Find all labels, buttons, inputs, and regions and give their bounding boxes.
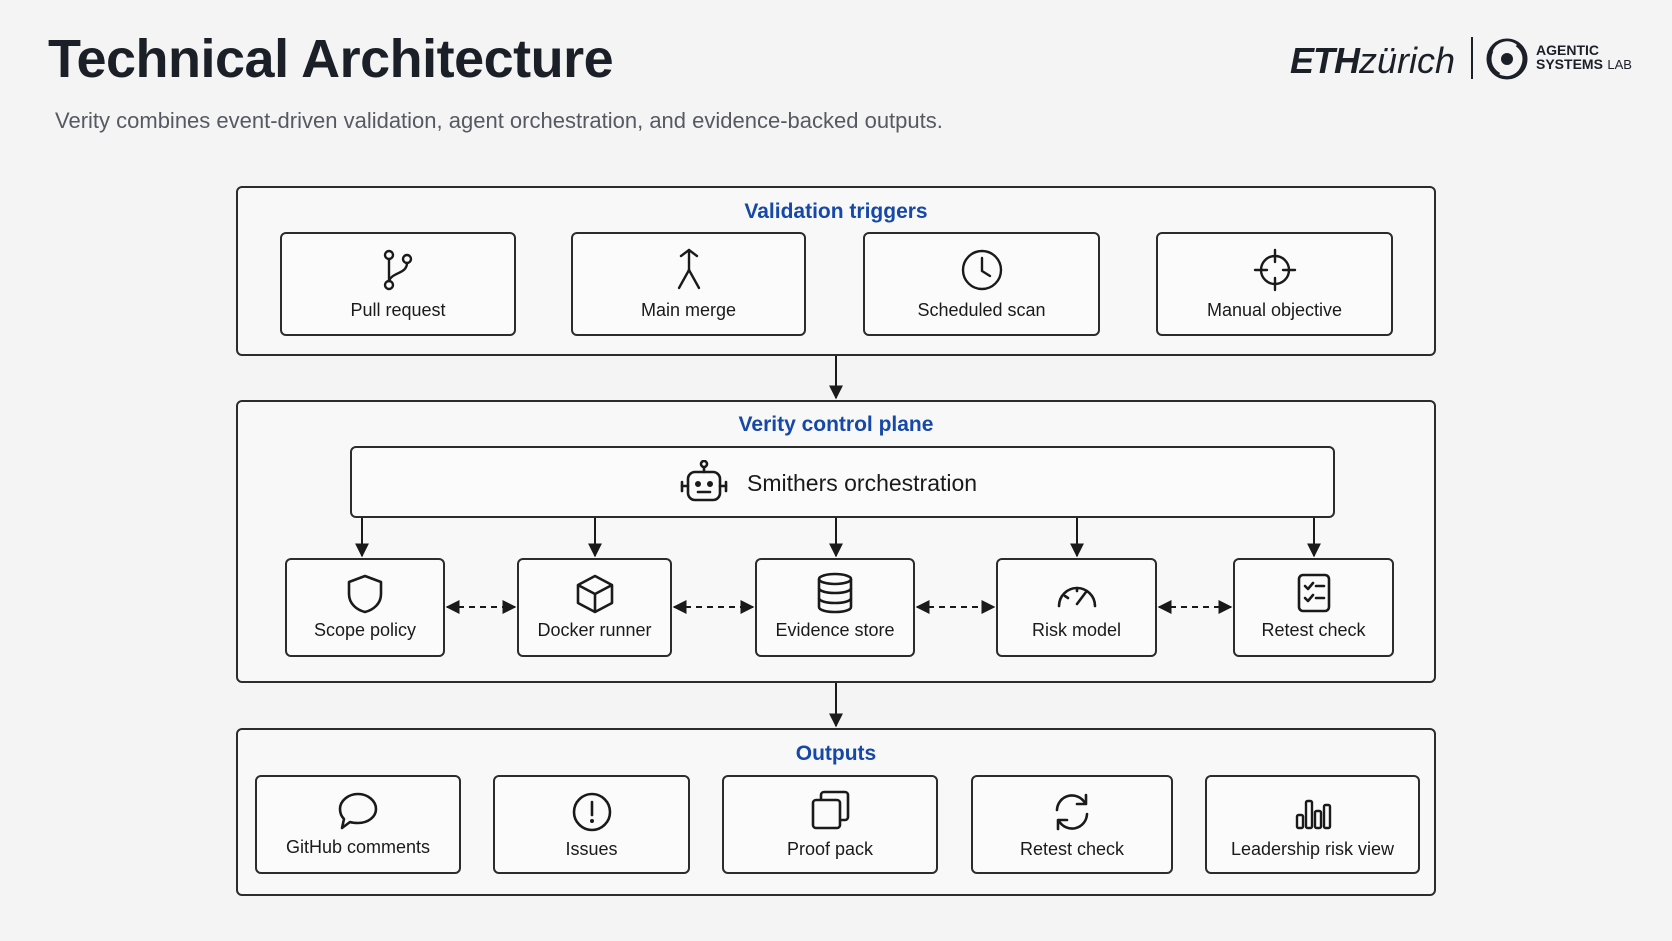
eth-zurich-wordmark: ETHzürich [1290,40,1456,81]
outputs-title: Outputs [795,742,877,765]
trigger-label: Main merge [640,300,737,320]
page-subtitle: Verity combines event-driven validation,… [55,108,943,133]
control-retest-check[interactable]: Retest check [1233,558,1394,657]
eth-agentic-systems-logo: ETHzürich AGENTIC SYSTEMS LAB [1290,34,1650,82]
trigger-label: Manual objective [1206,300,1343,320]
alert-circle-icon [572,792,611,832]
robot-icon [680,460,728,502]
agentic-lab-wordmark: AGENTIC SYSTEMS LAB [1536,42,1632,72]
output-github-comments[interactable]: GitHub comments [255,775,461,874]
control-label: Risk model [1031,620,1122,640]
control-plane-title: Verity control plane [738,413,934,436]
control-label: Evidence store [775,620,895,640]
output-label: Leadership risk view [1230,839,1395,859]
control-evidence-store[interactable]: Evidence store [755,558,915,657]
trigger-label: Scheduled scan [917,300,1046,320]
output-proof-pack[interactable]: Proof pack [722,775,938,874]
control-label: Retest check [1261,620,1366,640]
crosshair-icon [1253,248,1296,292]
trigger-manual-objective[interactable]: Manual objective [1156,232,1393,336]
control-docker-runner[interactable]: Docker runner [517,558,672,657]
gauge-icon [1057,586,1096,608]
validation-triggers-title: Validation triggers [744,200,928,223]
control-label: Docker runner [537,620,652,640]
stacked-pages-icon [811,790,850,830]
agentic-lab-mark-icon [1486,38,1528,80]
orchestration-label: Smithers orchestration [747,470,978,496]
trigger-main-merge[interactable]: Main merge [571,232,806,336]
control-risk-model[interactable]: Risk model [996,558,1157,657]
output-leadership-risk-view[interactable]: Leadership risk view [1205,775,1420,874]
control-label: Scope policy [313,620,417,640]
output-label: GitHub comments [285,837,431,857]
output-label: Retest check [1019,839,1125,859]
trigger-label: Pull request [350,300,446,320]
trigger-scheduled-scan[interactable]: Scheduled scan [863,232,1100,336]
merge-icon [677,248,700,290]
cube-icon [576,574,613,614]
checklist-icon [1297,573,1330,613]
output-label: Issues [565,839,618,859]
refresh-icon [1055,793,1089,831]
trigger-pull-request[interactable]: Pull request [280,232,516,336]
bar-chart-icon [1295,799,1331,830]
git-branch-icon [383,249,413,291]
shield-icon [347,574,383,614]
output-issues[interactable]: Issues [493,775,690,874]
output-retest-check[interactable]: Retest check [971,775,1173,874]
control-scope-policy[interactable]: Scope policy [285,558,445,657]
page-title: Technical Architecture [48,29,614,89]
output-label: Proof pack [786,839,874,859]
smithers-orchestration[interactable]: Smithers orchestration [350,446,1335,518]
logo-divider [1471,37,1473,79]
clock-icon [961,249,1002,291]
database-icon [817,572,853,614]
speech-bubble-icon [338,792,378,830]
